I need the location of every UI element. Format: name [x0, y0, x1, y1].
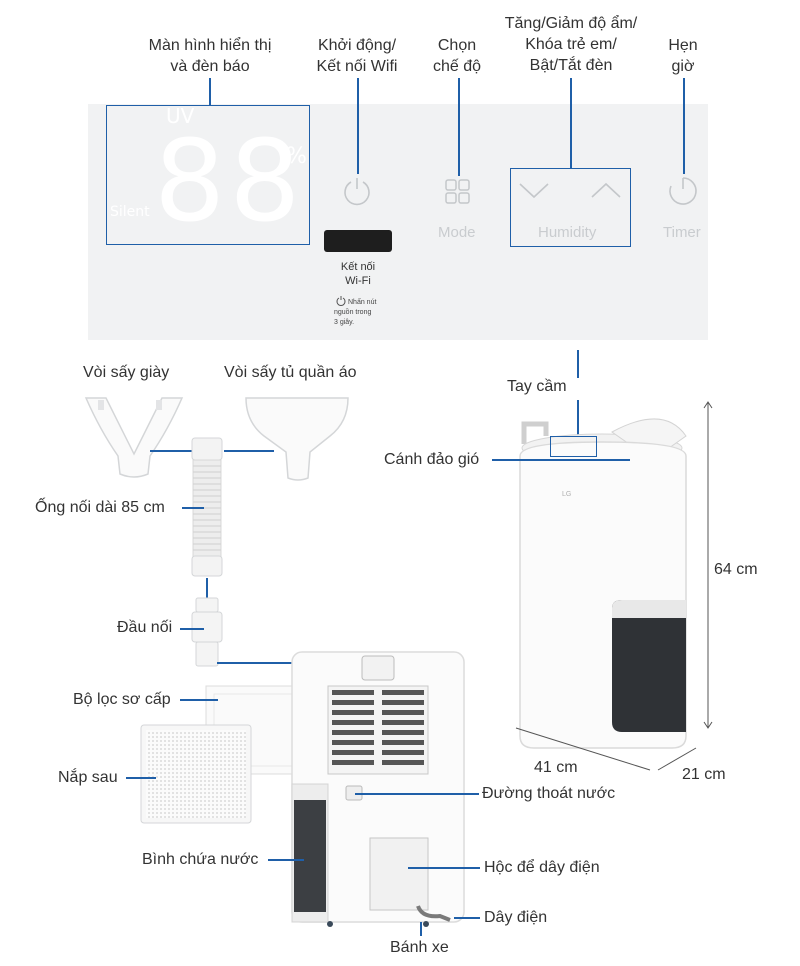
louver-label: Cánh đảo gió	[384, 451, 480, 468]
height-dimension: 64 cm	[714, 561, 758, 578]
connector-label: Đầu nối	[117, 619, 173, 636]
cord-leader	[454, 917, 480, 919]
display-callout-box	[106, 105, 310, 245]
prefilter-leader	[180, 699, 218, 701]
humidity-callout-box	[510, 168, 631, 247]
connector-leader	[180, 628, 204, 630]
power-icon[interactable]	[340, 174, 374, 208]
power-leader	[357, 78, 359, 174]
humidity-digits: 88	[154, 117, 305, 247]
mode-icon[interactable]	[444, 178, 472, 206]
lg-logo: LG	[562, 491, 571, 498]
handle-label: Tay cầm	[507, 378, 567, 395]
wardrobe-nozzle-image	[245, 397, 349, 481]
chevron-down-icon[interactable]	[518, 182, 550, 200]
wifi-indicator-light	[324, 230, 392, 252]
silent-indicator: Silent	[110, 204, 150, 220]
mode-button-label: Mode	[438, 224, 476, 241]
wardrobe-nozzle-label: Vòi sấy tủ quần áo	[224, 364, 357, 381]
cord-label: Dây điện	[484, 909, 548, 926]
louver-leader	[492, 459, 630, 461]
humidity-button-label: Humidity	[538, 224, 597, 241]
display-leader	[209, 78, 211, 105]
water-tank-label: Bình chứa nước	[142, 851, 259, 868]
connector-image	[191, 597, 223, 667]
wheels-label: Bánh xe	[390, 939, 449, 956]
dimension-lines	[515, 401, 713, 771]
uv-indicator: UV	[166, 104, 195, 128]
handle-callout-box	[550, 436, 597, 457]
shoe-nozzle-label: Vòi sấy giày	[83, 364, 170, 381]
handle-leader	[577, 400, 579, 436]
timer-icon[interactable]	[666, 174, 700, 208]
drain-leader	[355, 793, 479, 795]
wifi-note: Nhấn nút nguồn trong 3 giây.	[334, 299, 377, 326]
hose-image	[191, 437, 223, 577]
wheels-leader	[420, 922, 422, 936]
drain-label: Đường thoát nước	[482, 785, 616, 802]
back-cover-label: Nắp sau	[58, 769, 118, 786]
small-power-icon	[336, 296, 346, 306]
rear-unit-image	[291, 651, 465, 927]
back-cover-leader	[126, 777, 156, 779]
shoe-nozzle-image	[84, 397, 184, 478]
timer-button-label: Timer	[663, 224, 701, 241]
handle-top-leader	[577, 350, 579, 378]
depth-dimension: 21 cm	[682, 766, 726, 783]
chevron-up-icon[interactable]	[590, 182, 622, 200]
power-label: Khởi động/Kết nối Wifi	[316, 37, 398, 75]
humidity-label: Tăng/Giảm độ ẩm/Khóa trẻ em/Bật/Tắt đèn	[504, 15, 638, 74]
timer-leader	[683, 78, 685, 174]
cord-box-leader	[408, 867, 480, 869]
hose-connector-line	[206, 578, 208, 598]
back-cover-image	[140, 724, 252, 824]
front-unit-image: LG	[519, 418, 687, 749]
prefilter-label: Bộ lọc sơ cấp	[73, 691, 171, 708]
shoe-nozzle-leader	[150, 450, 192, 452]
hose-label: Ống nối dài 85 cm	[35, 499, 165, 516]
percent-sign: %	[286, 144, 307, 169]
humidity-leader	[570, 78, 572, 168]
width-dimension: 41 cm	[534, 759, 578, 776]
wardrobe-nozzle-leader	[224, 450, 274, 452]
cord-box-label: Hộc để dây điện	[484, 859, 600, 876]
hose-leader	[182, 507, 204, 509]
water-tank-leader	[268, 859, 304, 861]
mode-leader	[458, 78, 460, 176]
